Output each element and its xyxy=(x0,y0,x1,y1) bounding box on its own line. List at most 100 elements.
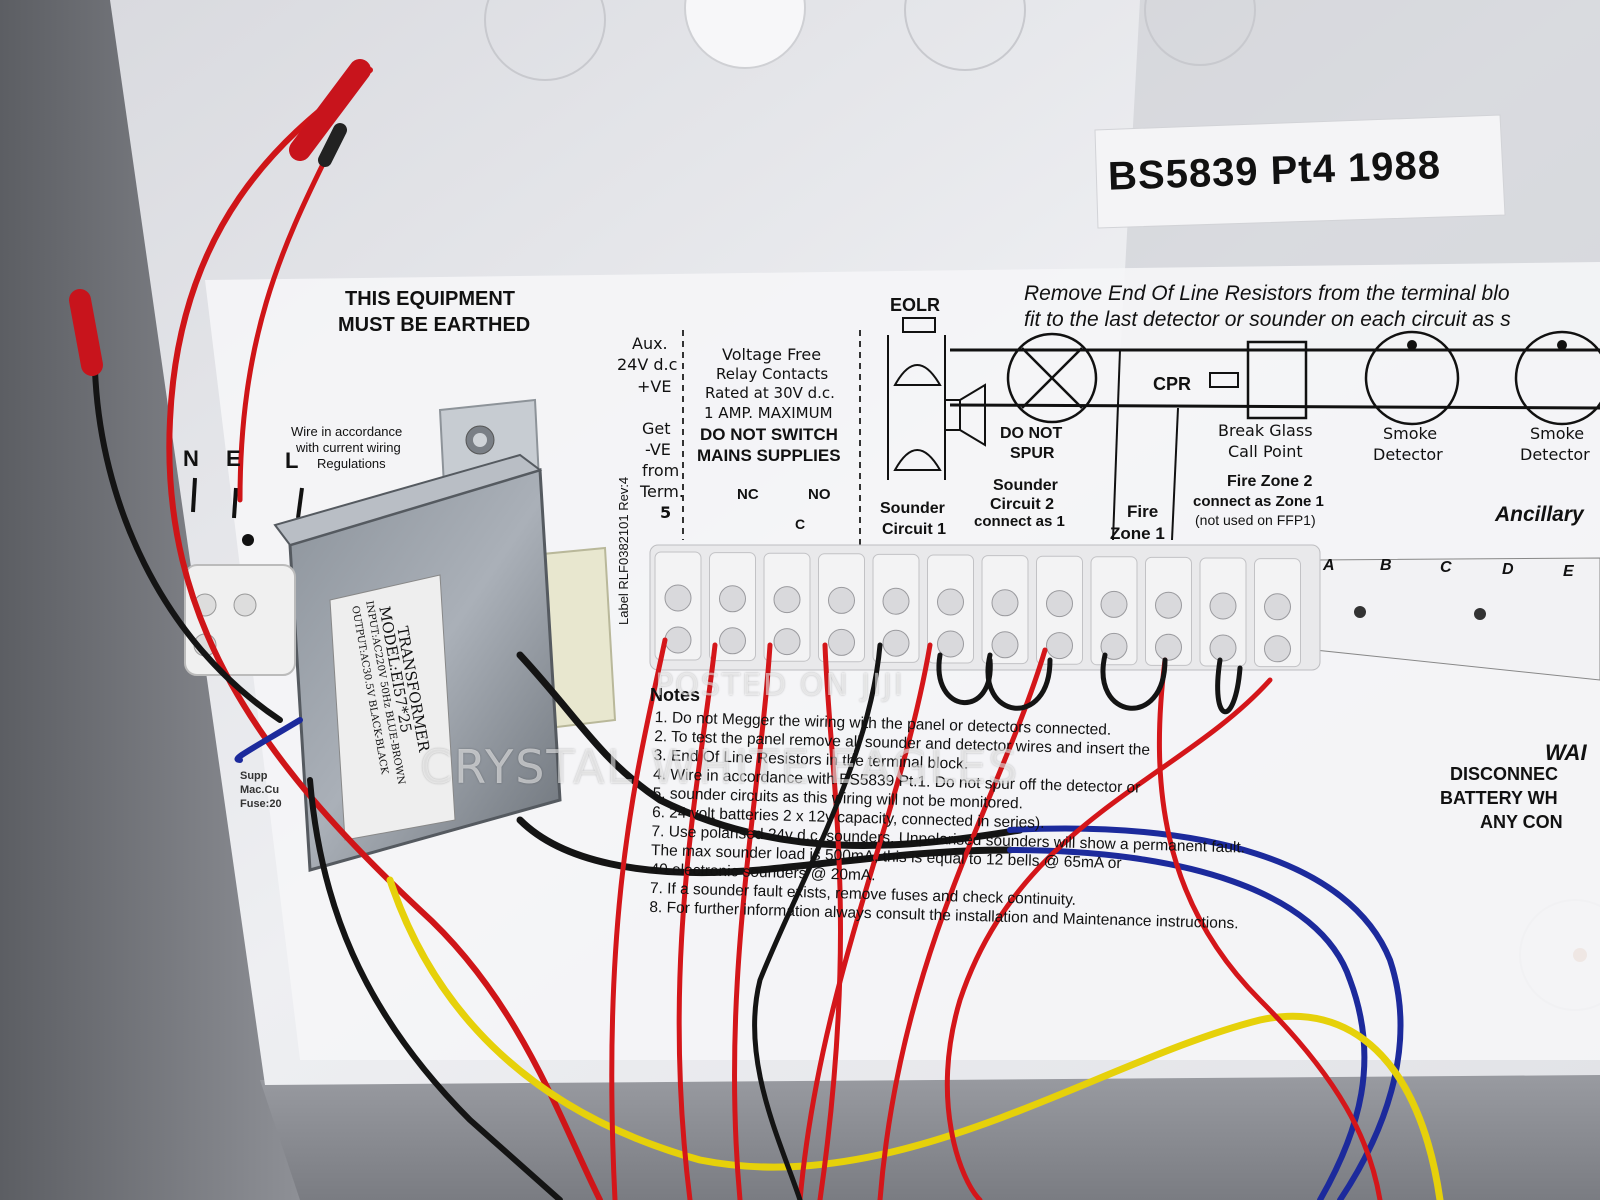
do-not-spur-line-2: SPUR xyxy=(1010,445,1055,462)
wiring xyxy=(69,59,1444,1200)
terminal-screw-icon xyxy=(991,589,1019,617)
smoke-detector-icon xyxy=(1557,340,1567,350)
warning-line-2: BATTERY WH xyxy=(1440,788,1558,808)
terminal-screw-icon xyxy=(1209,634,1237,662)
smoke-detector-1-line-2: Detector xyxy=(1373,445,1443,464)
ancillary-b: B xyxy=(1380,557,1392,574)
fire-zone-1-line-1: Fire xyxy=(1127,502,1159,521)
resistor-icon xyxy=(1209,372,1239,388)
screw-icon xyxy=(233,593,257,617)
relay-warning-line-1: DO NOT SWITCH xyxy=(700,425,838,444)
psu-label-line-1: Supp xyxy=(240,770,268,782)
get-ve-line-1: Get xyxy=(642,419,671,438)
detector-icon xyxy=(1006,332,1098,424)
get-ve-line-4: Term. xyxy=(640,482,684,501)
terminal-screw-icon xyxy=(773,586,801,614)
terminal-screw-icon xyxy=(1100,590,1128,618)
screw-icon xyxy=(1474,608,1486,620)
terminal-screw-icon xyxy=(882,629,910,657)
ancillary-e: E xyxy=(1563,563,1574,580)
terminal-screw-icon xyxy=(1046,632,1073,660)
terminal-screw-icon xyxy=(937,630,964,658)
smoke-detector-icon xyxy=(1514,330,1600,426)
knockout-hole xyxy=(484,0,606,81)
relay-warning-line-2: MAINS SUPPLIES xyxy=(697,446,841,465)
terminal-screw-icon xyxy=(1046,590,1073,618)
enclosure-bottom-wall xyxy=(260,1070,1600,1200)
terminal-screw-icon xyxy=(1155,633,1182,661)
fire-zone-2-line-1: Fire Zone 2 xyxy=(1227,473,1313,490)
side-label: Label RLF0382101 Rev:4 xyxy=(616,476,631,625)
wiring-note-line-3: Regulations xyxy=(317,456,386,471)
cpr-label: CPR xyxy=(1153,374,1192,394)
psu-label-line-3: Fuse:20 xyxy=(240,798,282,810)
smoke-detector-2-line-1: Smoke xyxy=(1530,424,1585,443)
break-glass-line-2: Call Point xyxy=(1228,442,1303,461)
terminal-screw-icon xyxy=(1155,591,1182,619)
terminal-screw-icon xyxy=(664,584,692,612)
relay-line-3: Rated at 30V d.c. xyxy=(705,384,835,402)
standard-sticker xyxy=(1094,114,1506,229)
warning-line-1: DISCONNEC xyxy=(1450,764,1559,784)
terminal-screw-icon xyxy=(1100,632,1128,660)
terminal-screw-icon xyxy=(1264,635,1291,663)
get-ve-line-5: 5 xyxy=(660,503,672,522)
supply-letter-e: E xyxy=(226,446,241,471)
supply-mark xyxy=(232,487,238,519)
smoke-detector-1-line-1: Smoke xyxy=(1383,424,1438,443)
relay-line-1: Voltage Free xyxy=(722,345,822,364)
supply-letter-l: L xyxy=(285,448,299,473)
ancillary-c: C xyxy=(1440,559,1452,576)
bolt-icon xyxy=(473,433,487,447)
relay-contact-c: C xyxy=(795,516,806,532)
terminal-group xyxy=(654,551,1301,668)
sounder-icon xyxy=(893,449,942,471)
terminal-screw-icon xyxy=(719,585,746,613)
break-glass-line-1: Break Glass xyxy=(1218,421,1313,440)
sounder-2-line-3: connect as 1 xyxy=(974,513,1065,530)
knockout-hole xyxy=(1144,0,1256,66)
terminal-screw-icon xyxy=(1209,592,1237,620)
smoke-detector-icon xyxy=(1364,330,1460,426)
supply-mark xyxy=(296,487,304,519)
schematic-wire xyxy=(1112,349,1121,541)
schematic-wire xyxy=(949,403,1600,410)
ancillary-a: A xyxy=(1323,557,1335,574)
do-not-spur-line-1: DO NOT xyxy=(1000,425,1063,442)
call-point-icon xyxy=(1246,340,1308,420)
watermark-line-1: POSTED ON JIJI xyxy=(655,668,905,703)
aux-line-2: 24V d.c xyxy=(617,355,678,374)
knockout-hole xyxy=(904,0,1026,71)
relay-contact-nc: NC xyxy=(737,486,759,503)
screw-icon xyxy=(1354,606,1366,618)
aux-line-3: +VE xyxy=(637,377,672,396)
fire-zone-2-line-3: (not used on FFP1) xyxy=(1195,512,1316,528)
hole xyxy=(242,534,254,546)
fire-zone-2-line-2: connect as Zone 1 xyxy=(1193,493,1324,510)
transformer-top xyxy=(273,453,543,547)
sounder-2-line-2: Circuit 2 xyxy=(990,496,1055,513)
smoke-detector-2-line-2: Detector xyxy=(1520,445,1590,464)
wiring-note-line-2: with current wiring xyxy=(296,440,401,455)
schematic-wire xyxy=(1171,407,1179,541)
resistor-icon xyxy=(902,317,936,333)
relay-line-2: Relay Contacts xyxy=(716,365,829,383)
warning-line-3: ANY CON xyxy=(1480,812,1563,832)
ancillary-label: Ancillary xyxy=(1495,503,1584,526)
eolr-label: EOLR xyxy=(890,295,941,315)
sounder-2-line-1: Sounder xyxy=(993,477,1058,494)
earth-warning-line-2: MUST BE EARTHED xyxy=(338,314,531,336)
detector-icon xyxy=(1021,347,1083,409)
wiring-note-line-1: Wire in accordance xyxy=(291,424,403,439)
earth-warning-line-1: THIS EQUIPMENT xyxy=(345,288,516,310)
sounder-1-line-1: Sounder xyxy=(880,500,945,517)
smoke-detector-icon xyxy=(1407,340,1417,350)
terminal-screw-icon xyxy=(882,587,910,615)
terminal-screw-icon xyxy=(991,631,1019,659)
notes-title: Notes xyxy=(650,685,701,705)
psu-label-line-2: Mac.Cu xyxy=(240,784,280,796)
supply-mark xyxy=(191,477,197,513)
supply-letter-n: N xyxy=(183,446,199,471)
